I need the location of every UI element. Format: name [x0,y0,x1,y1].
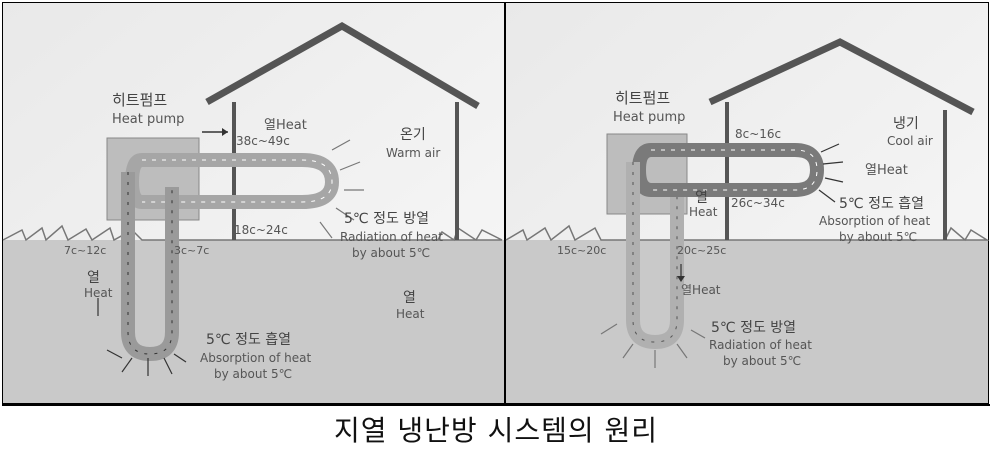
supply-temp-label: 38c~49c [236,134,290,148]
heat-down-label: 열Heat [681,283,721,297]
figure-caption: 지열 냉난방 시스템의 원리 [333,414,659,447]
caption-row: 지열 냉난방 시스템의 원리 [2,404,990,452]
absorption-arrows [818,143,844,203]
ground-in-temp-label: 3c~7c [174,244,209,257]
cool-air-label-en: Cool air [887,134,933,148]
radiation-label-en2: by about 5℃ [352,246,430,260]
heat-in-label: 열Heat [865,163,908,178]
radiation-label-en1: Radiation of heat [709,338,812,352]
absorption-label-en2: by about 5℃ [214,367,292,381]
ground-area [506,240,988,403]
ground-out-temp-label: 7c~12c [64,244,106,257]
absorption-label-en1: Absorption of heat [200,351,311,365]
heat-up-label-en: Heat [84,286,113,300]
mid-temp-label: 26c~34c [731,196,785,210]
radiation-arrows [319,139,364,239]
heat-pump-label-ko: 히트펌프 [112,91,167,109]
pump-heat-label-ko: 열 [695,190,708,206]
heat-pump-label-ko: 히트펌프 [615,89,670,107]
heat-up-label-ko: 열 [87,270,100,286]
absorption-label-ko: 5℃ 정도 흡열 [206,332,291,348]
absorption-label-en1: Absorption of heat [819,214,930,228]
ground-heat-label-ko: 열 [403,290,416,306]
absorption-arrows [97,298,187,376]
ground-right-temp-label: 20c~25c [677,244,726,257]
cool-air-label-ko: 냉기 [893,116,919,132]
radiation-label-ko: 5℃ 정도 방열 [711,320,796,336]
cooling-diagram: 히트펌프 Heat pump 8c~16c 냉기 Cool air 열Heat … [505,2,989,404]
warm-air-label-ko: 온기 [400,127,426,143]
ground-left-temp-label: 15c~20c [557,244,606,257]
house-outline [708,38,975,116]
absorption-label-en2: by about 5℃ [839,230,917,244]
house-outline [205,21,480,110]
warm-air-label-en: Warm air [386,146,440,160]
heat-pump-label-en: Heat pump [613,110,685,125]
heating-diagram: 히트펌프 Heat pump 열Heat 38c~49c 온기 Warm air… [2,2,505,404]
absorption-label-ko: 5℃ 정도 흡열 [839,196,924,212]
heat-in-label: 열Heat [264,118,307,133]
ground-heat-label-en: Heat [396,307,425,321]
top-temp-label: 8c~16c [735,127,781,141]
ground-area [3,240,504,403]
pump-heat-label-en: Heat [689,205,718,219]
radiation-label-en1: Radiation of heat [340,230,443,244]
radiation-label-en2: by about 5℃ [723,354,801,368]
radiation-arrows [600,323,706,368]
heat-pump-label-en: Heat pump [112,112,184,127]
radiation-label-ko: 5℃ 정도 방열 [344,211,429,227]
return-temp-label: 18c~24c [234,223,288,237]
